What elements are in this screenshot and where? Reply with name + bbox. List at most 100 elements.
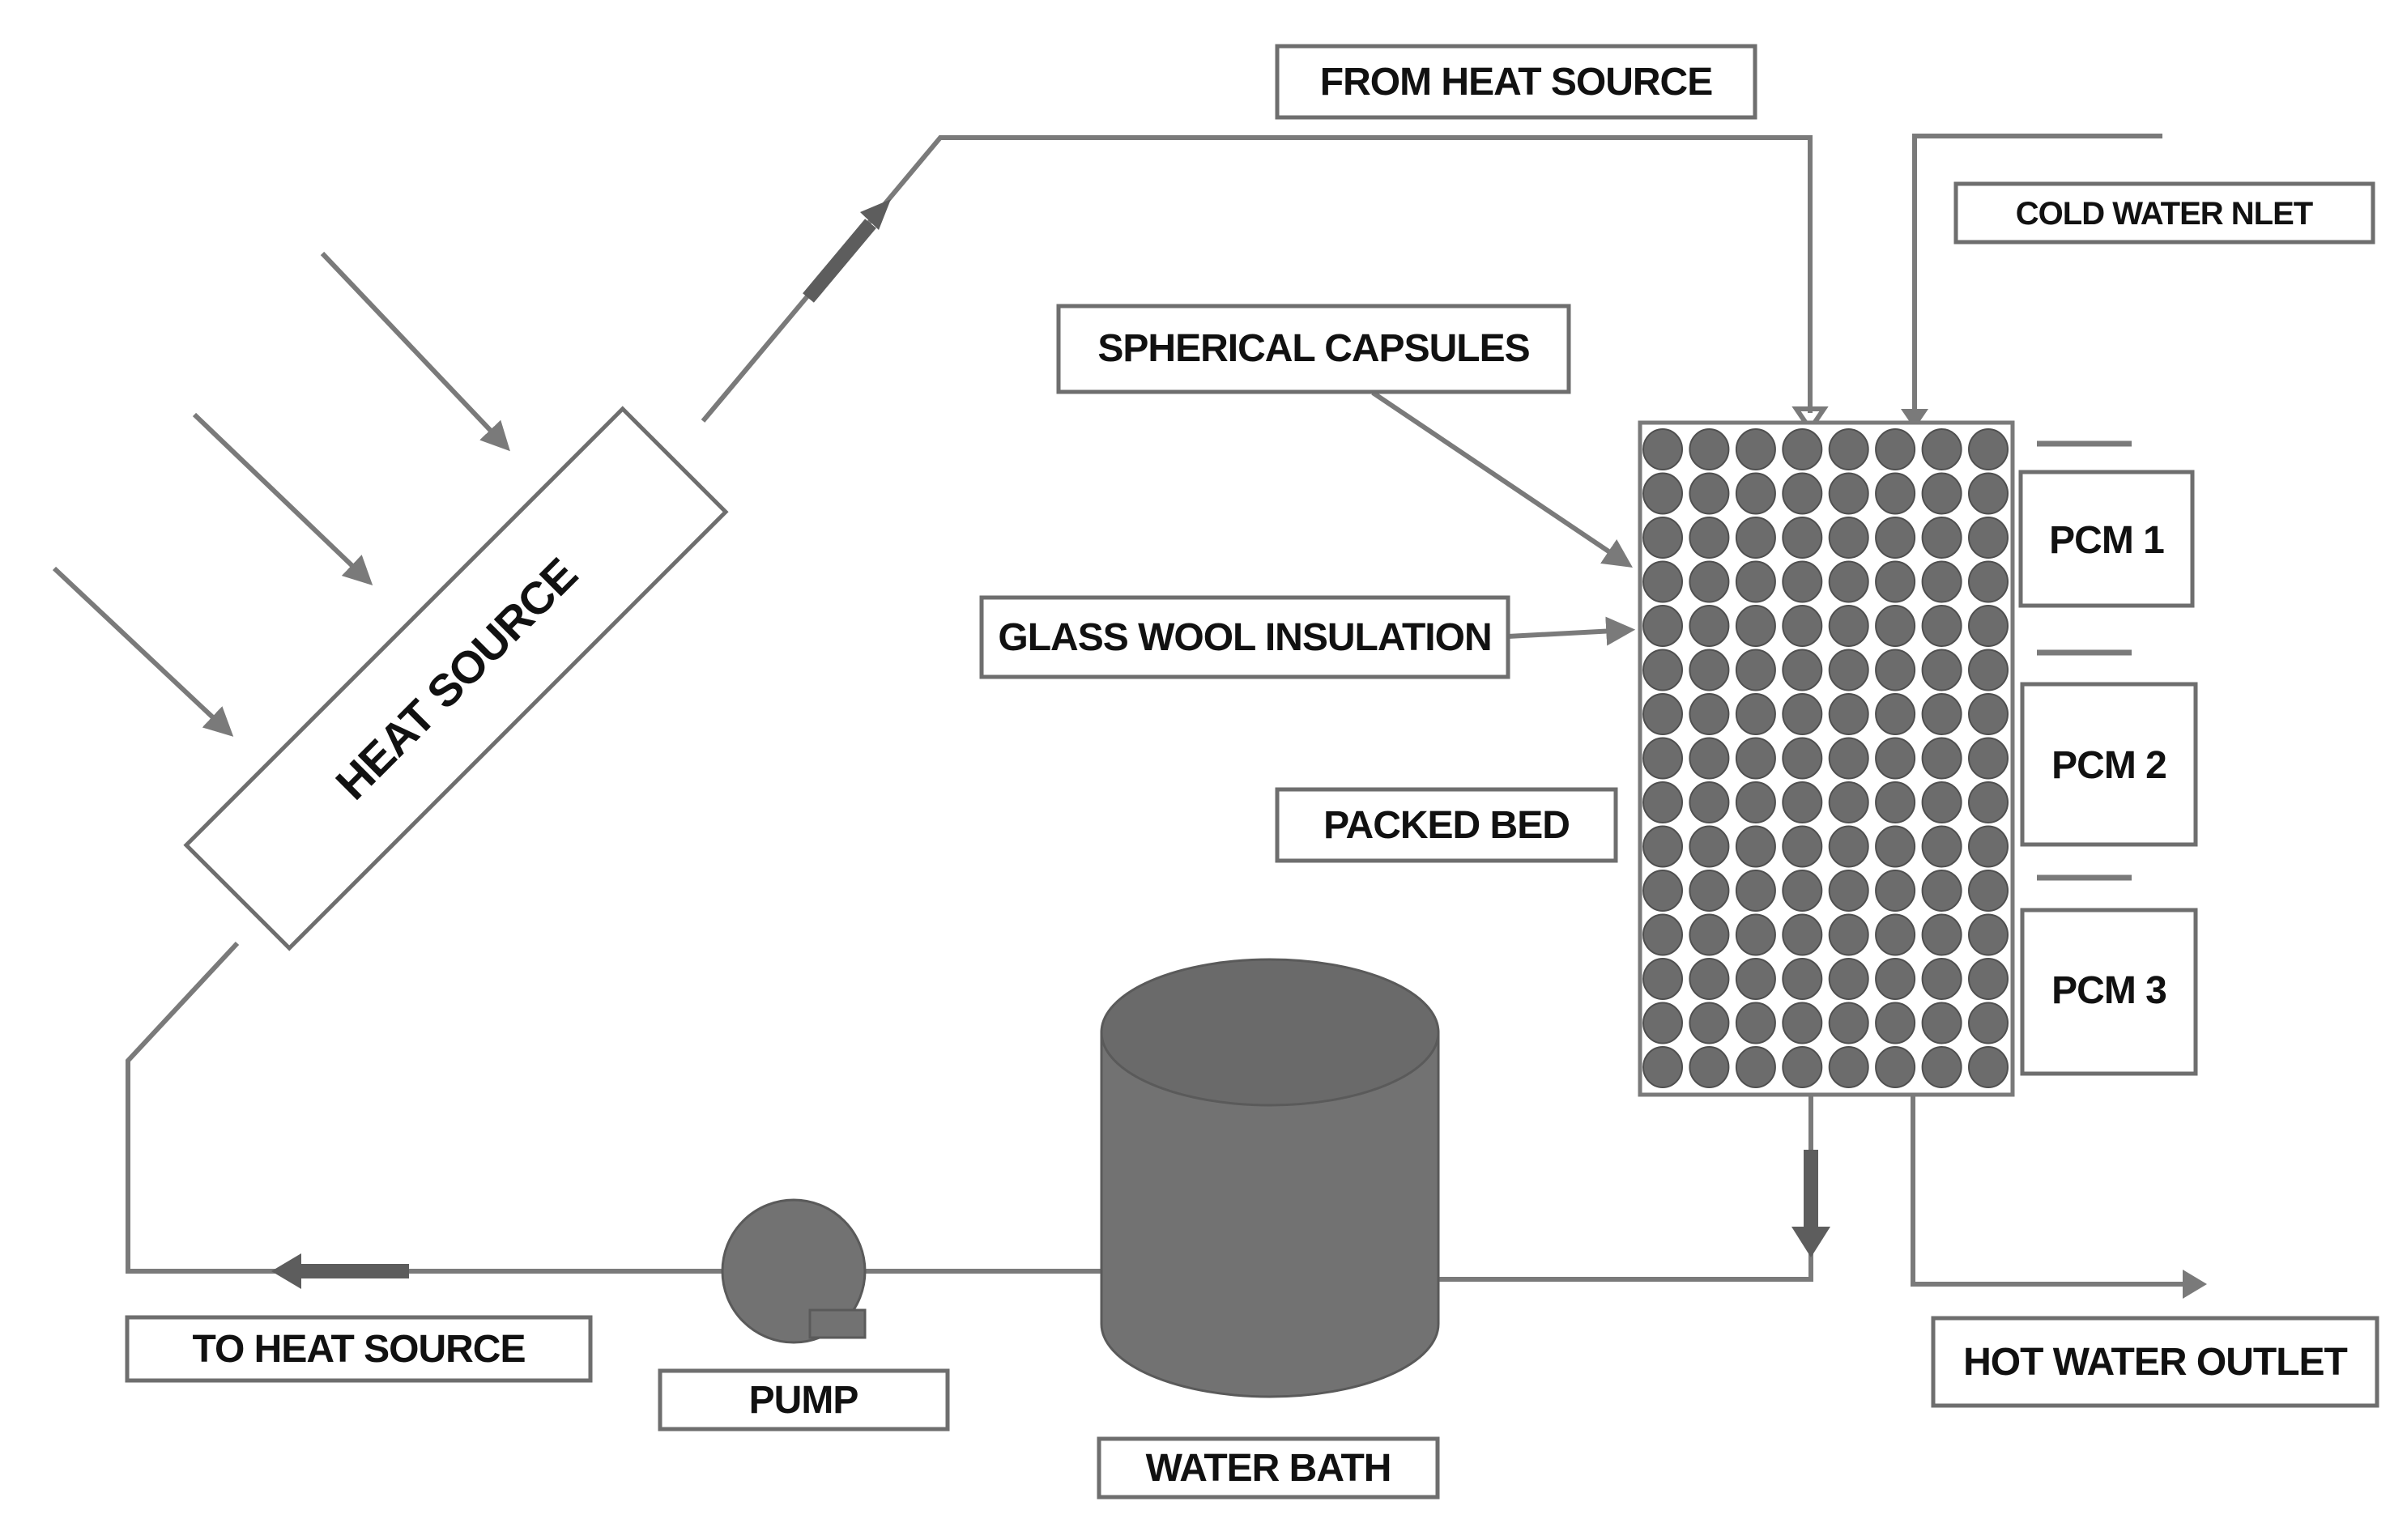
capsule [1828, 428, 1869, 470]
cold-water-pipe [1912, 134, 2162, 413]
capsule [1782, 825, 1823, 868]
capsule [1735, 428, 1776, 470]
svg-text:FROM HEAT SOURCE: FROM HEAT SOURCE [1320, 61, 1712, 104]
capsule [1828, 870, 1869, 912]
capsule [1782, 1046, 1823, 1088]
capsule [1642, 560, 1683, 603]
capsule [1735, 870, 1776, 912]
capsule [1968, 781, 2009, 823]
capsule [1689, 870, 1730, 912]
sun-ray-2 [192, 412, 373, 585]
capsule [1642, 1046, 1683, 1088]
capsule [1735, 913, 1776, 956]
capsule [1782, 781, 1823, 823]
capsule [1921, 870, 1962, 912]
capsule [1689, 472, 1730, 515]
heat-source: HEAT SOURCE [183, 406, 729, 951]
svg-text:PUMP: PUMP [749, 1379, 858, 1422]
sun-ray-1 [320, 251, 510, 452]
capsule [1828, 913, 1869, 956]
capsule [1735, 781, 1776, 823]
cold-water-arrowhead [1901, 409, 1928, 429]
capsule [1735, 825, 1776, 868]
label-spherical-capsules: SPHERICAL CAPSULES [1056, 304, 1571, 394]
label-pcm2: PCM 2 [2020, 682, 2198, 847]
capsule [1689, 1046, 1730, 1088]
capsule [1689, 825, 1730, 868]
capsule [1968, 870, 2009, 912]
capsule [1921, 517, 1962, 559]
capsule [1921, 958, 1962, 1000]
supply-pipe-arrowhead [1791, 406, 1829, 434]
capsule [1782, 472, 1823, 515]
capsule [1735, 649, 1776, 691]
pump [721, 1198, 867, 1344]
capsule [1875, 428, 1916, 470]
capsule [1689, 605, 1730, 647]
svg-text:PACKED BED: PACKED BED [1323, 804, 1570, 847]
insulation-leader [1507, 616, 1636, 646]
hot-water-pipe [1911, 1093, 2187, 1287]
pump-body [721, 1198, 867, 1344]
capsule [1782, 870, 1823, 912]
svg-text:HOT WATER OUTLET: HOT WATER OUTLET [1963, 1341, 2347, 1384]
capsule [1689, 958, 1730, 1000]
capsule [1968, 649, 2009, 691]
capsules-leader [1371, 390, 1633, 568]
capsule [1968, 693, 2009, 735]
capsule [1828, 472, 1869, 515]
capsule [1921, 649, 1962, 691]
capsule [1968, 517, 2009, 559]
capsule [1875, 1046, 1916, 1088]
capsule [1689, 781, 1730, 823]
capsule [1642, 958, 1683, 1000]
capsule [1875, 1002, 1916, 1044]
capsule [1921, 825, 1962, 868]
capsule [1968, 472, 2009, 515]
bed-outlet-arrow [1791, 1150, 1830, 1257]
capsule [1642, 870, 1683, 912]
capsule [1968, 913, 2009, 956]
capsule [1828, 825, 1869, 868]
capsule [1828, 1046, 1869, 1088]
capsule [1875, 517, 1916, 559]
svg-text:PCM 1: PCM 1 [2049, 519, 2164, 562]
capsule [1875, 870, 1916, 912]
capsule [1828, 605, 1869, 647]
capsule [1782, 560, 1823, 603]
capsule [1875, 958, 1916, 1000]
label-pcm1: PCM 1 [2018, 470, 2195, 608]
label-glass-wool-insulation: GLASS WOOL INSULATION [979, 595, 1510, 679]
capsule [1828, 958, 1869, 1000]
capsule [1642, 737, 1683, 780]
svg-text:PCM 3: PCM 3 [2051, 969, 2166, 1012]
capsule [1921, 737, 1962, 780]
capsule [1828, 517, 1869, 559]
capsule [1642, 428, 1683, 470]
capsule [1735, 737, 1776, 780]
capsule [1828, 649, 1869, 691]
capsule [1875, 781, 1916, 823]
capsule [1642, 825, 1683, 868]
capsule [1782, 428, 1823, 470]
label-pump: PUMP [658, 1368, 950, 1432]
label-water-bath: WATER BATH [1097, 1436, 1440, 1500]
capsule [1968, 958, 2009, 1000]
label-to-heat-source: TO HEAT SOURCE [125, 1315, 593, 1383]
capsule [1782, 958, 1823, 1000]
capsule [1642, 605, 1683, 647]
capsule [1782, 1002, 1823, 1044]
capsule [1968, 737, 2009, 780]
capsule [1689, 560, 1730, 603]
capsule [1875, 825, 1916, 868]
svg-text:GLASS WOOL INSULATION: GLASS WOOL INSULATION [998, 616, 1491, 659]
capsule [1921, 472, 1962, 515]
capsule [1735, 1002, 1776, 1044]
capsule [1968, 1002, 2009, 1044]
capsule [1875, 605, 1916, 647]
capsule [1642, 913, 1683, 956]
capsule [1782, 605, 1823, 647]
label-hot-water-outlet: HOT WATER OUTLET [1931, 1316, 2379, 1408]
